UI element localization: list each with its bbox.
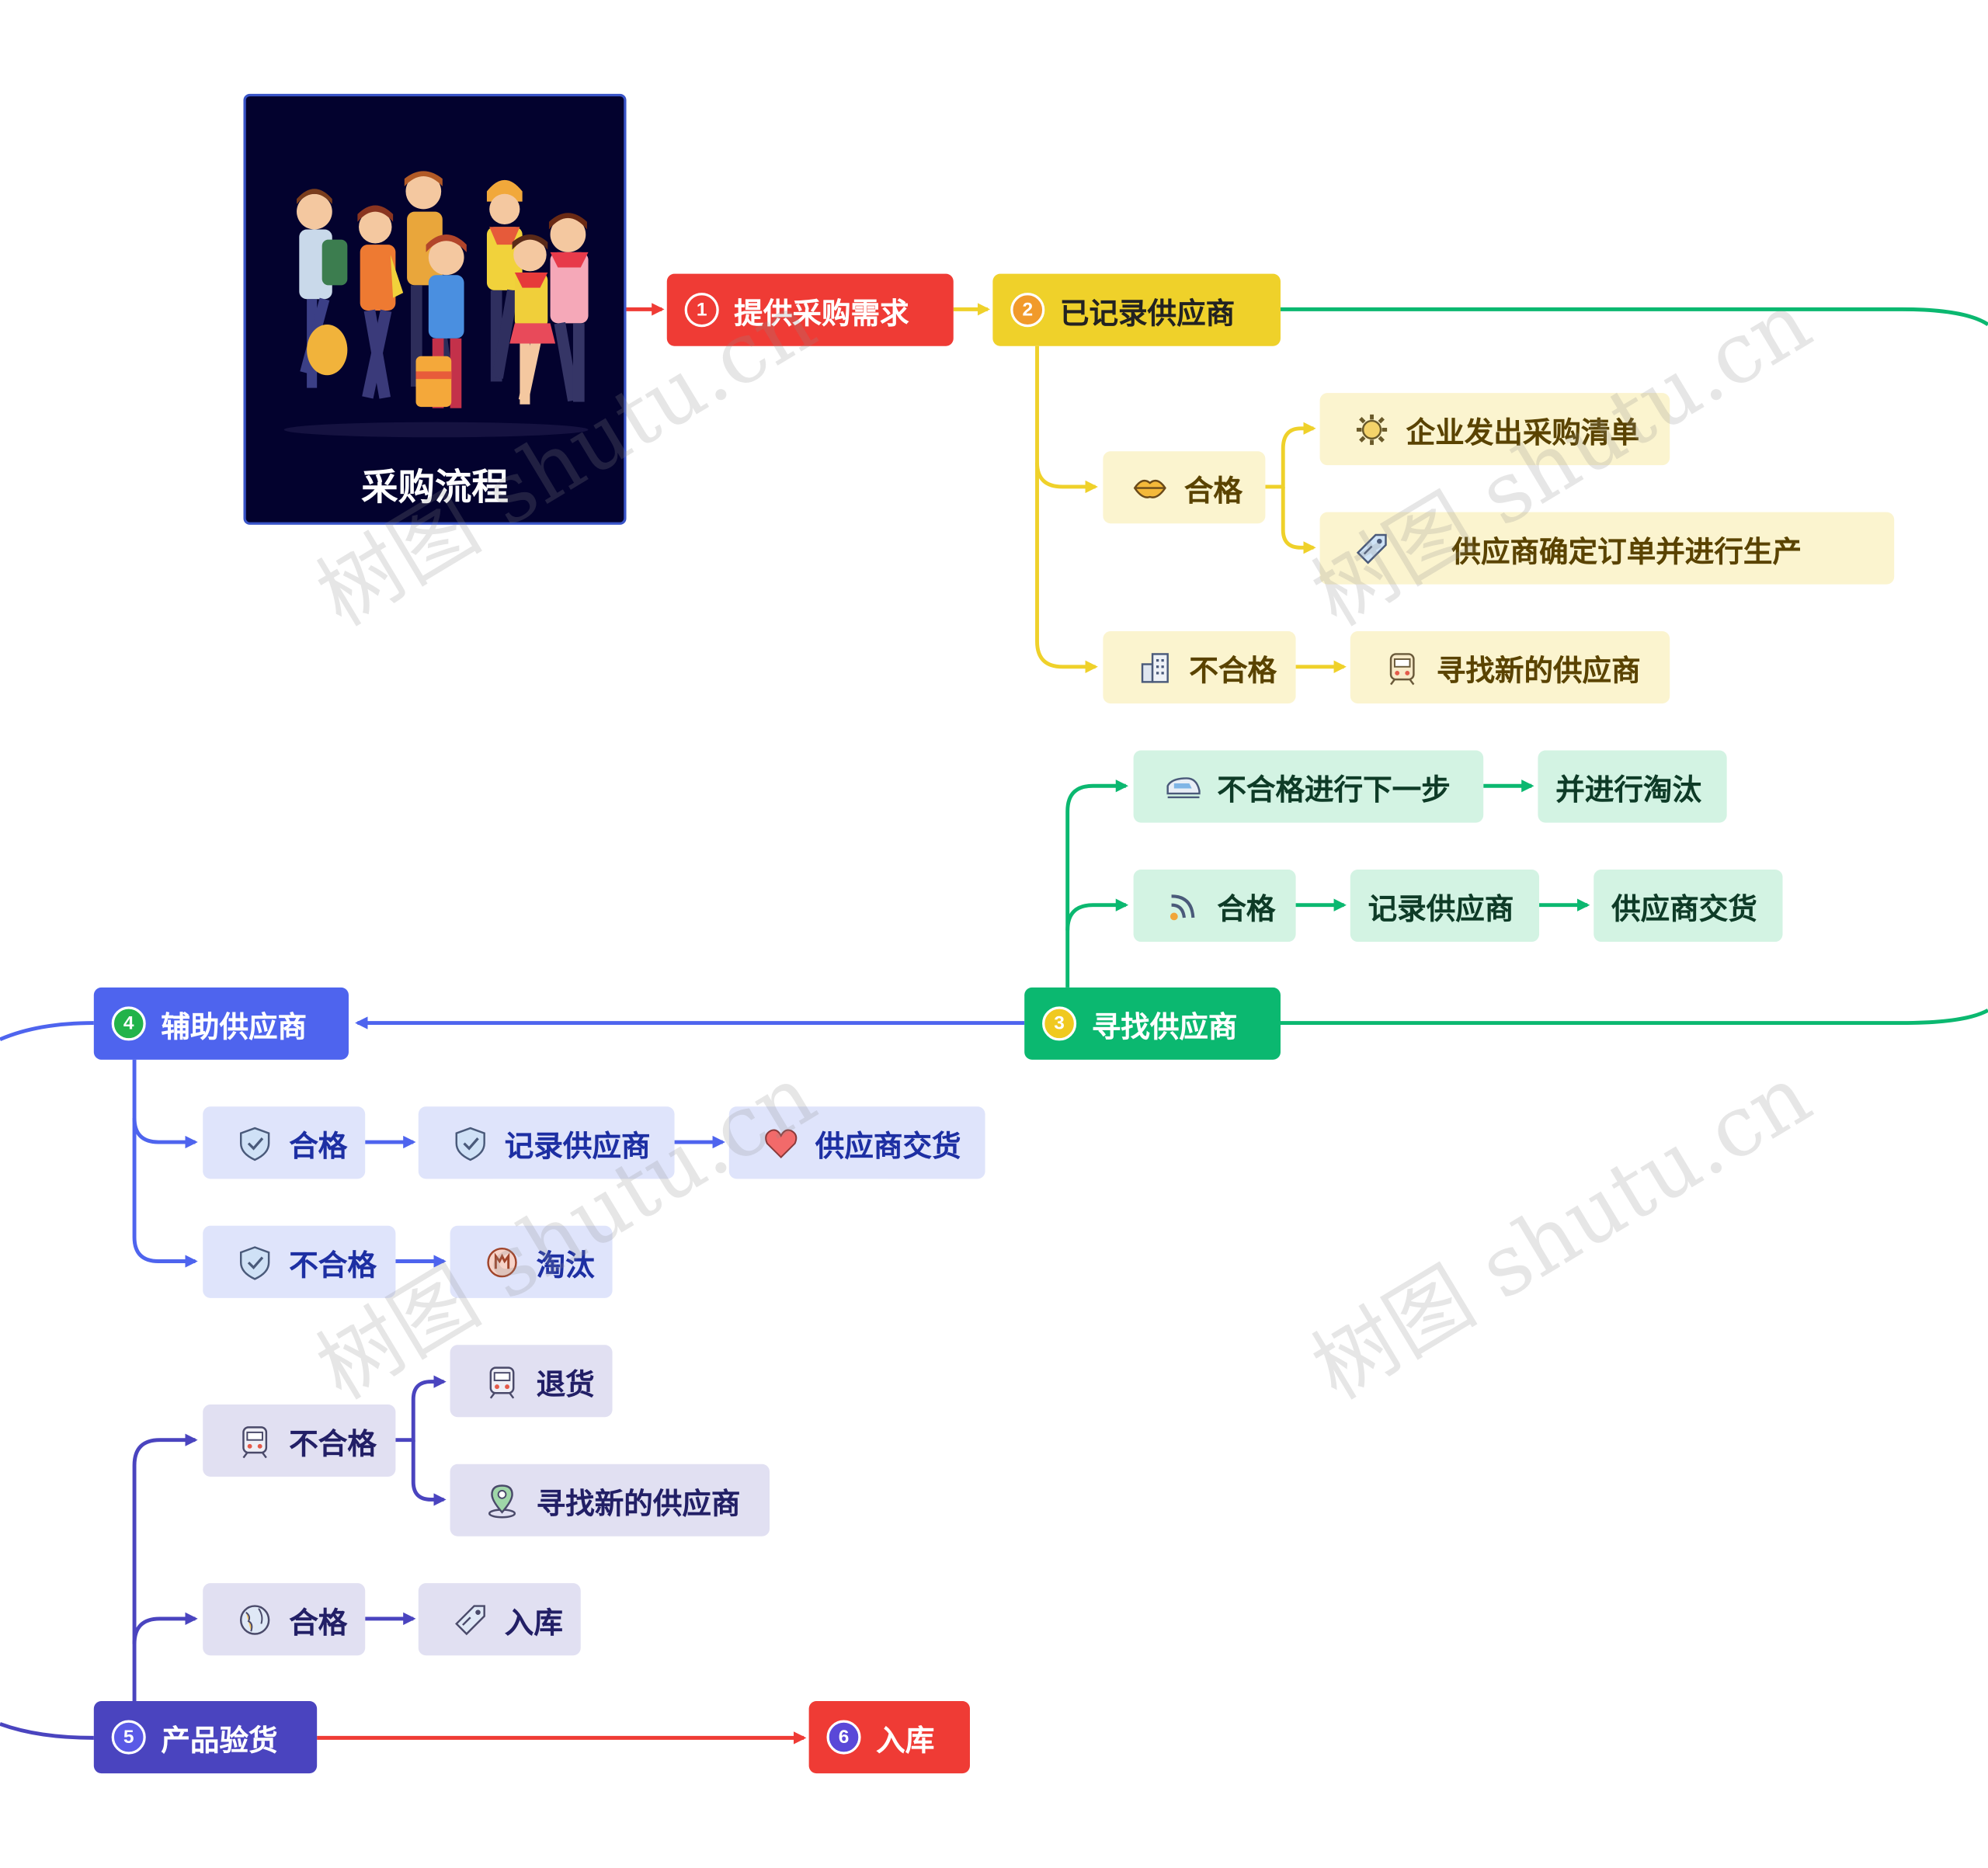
node-label: 寻找新的供应商 xyxy=(1436,653,1641,687)
main-node-find-supplier[interactable]: 3 寻找供应商 xyxy=(1024,987,1281,1060)
lips-icon xyxy=(1131,468,1169,506)
node-label: 供应商确定订单并进行生产 xyxy=(1451,534,1802,568)
node-b2-unqualified[interactable]: 不合格 xyxy=(1103,631,1296,704)
node-label: 已记录供应商 xyxy=(1059,296,1236,329)
node-b3-unqualified-next[interactable]: 不合格进行下一步 xyxy=(1133,750,1484,823)
node-label: 入库 xyxy=(504,1605,563,1639)
tag-icon xyxy=(451,1600,489,1638)
node-label: 退货 xyxy=(536,1366,595,1401)
node-b3-deliver[interactable]: 供应商交货 xyxy=(1594,870,1783,943)
node-label: 入库 xyxy=(876,1723,935,1757)
node-label: 记录供应商 xyxy=(504,1128,651,1162)
node-label: 辅助供应商 xyxy=(161,1009,308,1043)
node-label: 寻找供应商 xyxy=(1091,1009,1238,1043)
node-b5-stock-in[interactable]: 入库 xyxy=(418,1583,581,1656)
node-b2-find-new[interactable]: 寻找新的供应商 xyxy=(1350,631,1670,704)
central-topic-title: 采购流程 xyxy=(361,467,509,509)
shield-icon xyxy=(236,1243,274,1281)
node-b2-confirm-order[interactable]: 供应商确定订单并进行生产 xyxy=(1319,512,1895,585)
step-number-badge: 6 xyxy=(826,1720,861,1755)
node-b4-record[interactable]: 记录供应商 xyxy=(418,1106,675,1179)
node-b2-issue-list[interactable]: 企业发出采购清单 xyxy=(1319,393,1670,466)
crowd-illustration xyxy=(283,171,589,438)
tag-icon xyxy=(1353,529,1391,568)
node-label: 寻找新的供应商 xyxy=(536,1486,741,1519)
step-number-badge: 2 xyxy=(1010,293,1045,328)
node-b3-eliminate[interactable]: 并进行淘汰 xyxy=(1538,750,1727,823)
step-number-badge: 5 xyxy=(111,1720,146,1755)
node-label: 不合格 xyxy=(289,1248,377,1281)
node-label: 不合格进行下一步 xyxy=(1217,773,1451,806)
main-node-product-inspection[interactable]: 5 产品验货 xyxy=(93,1701,318,1774)
node-label: 合格 xyxy=(289,1605,348,1639)
node-label: 淘汰 xyxy=(536,1248,595,1281)
node-b3-record[interactable]: 记录供应商 xyxy=(1350,870,1540,943)
node-label: 不合格 xyxy=(1189,653,1277,687)
bullet-train-icon xyxy=(1164,768,1202,806)
node-b5-find-new[interactable]: 寻找新的供应商 xyxy=(450,1463,770,1536)
gear-icon xyxy=(1353,410,1391,448)
main-node-recorded-supplier[interactable]: 2 已记录供应商 xyxy=(992,273,1281,346)
main-node-auxiliary-supplier[interactable]: 4 辅助供应商 xyxy=(93,987,349,1060)
central-topic[interactable]: 采购流程 xyxy=(243,93,627,525)
shield-icon xyxy=(451,1123,489,1161)
node-b5-return[interactable]: 退货 xyxy=(450,1345,613,1418)
step-number-badge: 1 xyxy=(684,293,719,328)
node-label: 提供采购需求 xyxy=(734,296,909,329)
node-label: 记录供应商 xyxy=(1368,891,1514,925)
location-pin-icon xyxy=(483,1481,521,1519)
node-label: 不合格 xyxy=(289,1426,377,1460)
node-label: 并进行淘汰 xyxy=(1555,773,1702,806)
node-label: 合格 xyxy=(289,1128,348,1162)
main-node-stock-in[interactable]: 6 入库 xyxy=(808,1701,970,1774)
node-b4-deliver[interactable]: 供应商交货 xyxy=(728,1106,985,1179)
node-label: 供应商交货 xyxy=(815,1128,961,1162)
node-b2-qualified[interactable]: 合格 xyxy=(1103,451,1266,524)
node-b4-unqualified[interactable]: 不合格 xyxy=(203,1225,396,1298)
node-b3-qualified[interactable]: 合格 xyxy=(1133,870,1296,943)
step-number-badge: 3 xyxy=(1042,1006,1077,1041)
node-label: 合格 xyxy=(1217,891,1276,925)
train-icon xyxy=(236,1422,274,1460)
globe-icon xyxy=(236,1600,274,1638)
node-label: 合格 xyxy=(1183,473,1242,507)
node-label: 产品验货 xyxy=(161,1723,278,1757)
train-icon xyxy=(483,1362,521,1400)
train-icon xyxy=(1383,648,1421,686)
building-icon xyxy=(1136,648,1174,686)
heart-icon xyxy=(762,1123,800,1161)
node-b4-eliminate[interactable]: 淘汰 xyxy=(450,1225,613,1298)
node-label: 企业发出采购清单 xyxy=(1406,415,1640,449)
main-node-provide-requirement[interactable]: 1 提供采购需求 xyxy=(666,273,954,346)
badge-icon xyxy=(483,1243,521,1281)
rss-icon xyxy=(1164,887,1202,925)
shield-icon xyxy=(236,1123,274,1161)
node-b4-qualified[interactable]: 合格 xyxy=(203,1106,366,1179)
node-b5-qualified[interactable]: 合格 xyxy=(203,1583,366,1656)
step-number-badge: 4 xyxy=(111,1006,146,1041)
node-b5-unqualified[interactable]: 不合格 xyxy=(203,1404,396,1477)
node-label: 供应商交货 xyxy=(1611,891,1757,925)
